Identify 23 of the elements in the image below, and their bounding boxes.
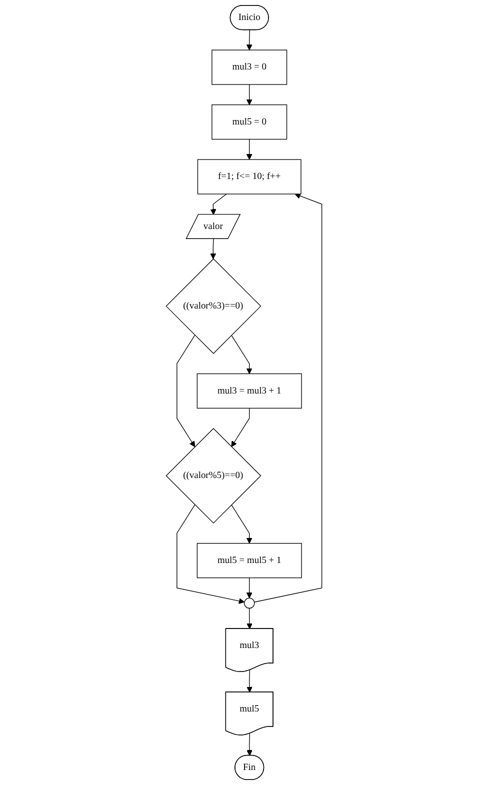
arrow xyxy=(210,194,227,215)
arrow xyxy=(246,670,252,692)
node-box: f=1; f<= 10; f++ xyxy=(197,159,302,194)
node-box: mul5 = mul5 + 1 xyxy=(196,543,302,578)
node-box: mul3 = 0 xyxy=(212,50,288,85)
arrow xyxy=(246,30,252,50)
node-box: mul5 = 0 xyxy=(212,104,288,140)
arrow xyxy=(210,238,216,260)
arrow xyxy=(246,84,252,106)
node-box: mul3 = mul3 + 1 xyxy=(196,373,302,409)
arrow xyxy=(231,504,252,544)
arrow xyxy=(246,577,252,598)
arrow xyxy=(246,138,252,160)
arrow xyxy=(246,608,252,630)
arrow xyxy=(254,193,322,602)
node-circle xyxy=(244,598,255,609)
arrow xyxy=(231,408,250,448)
arrow xyxy=(246,733,252,756)
arrow xyxy=(176,334,196,448)
arrow xyxy=(176,504,245,604)
arrow xyxy=(231,334,252,374)
node-diamond: ((valor%3)==0) xyxy=(166,258,262,354)
node-diamond: ((valor%5)==0) xyxy=(166,428,262,524)
